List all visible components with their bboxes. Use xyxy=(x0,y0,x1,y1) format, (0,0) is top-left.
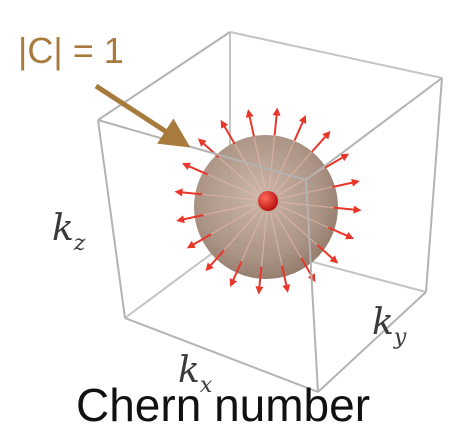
field-arrow-head xyxy=(220,119,229,129)
field-arrow-head xyxy=(181,162,191,171)
field-ray xyxy=(272,138,296,191)
field-arrow-head xyxy=(255,286,264,295)
field-arrow-head xyxy=(282,284,291,293)
field-ray xyxy=(269,212,284,268)
cube-edge xyxy=(305,77,443,181)
field-ray xyxy=(278,205,331,229)
kx-axis-label: kx xyxy=(178,350,212,398)
ky-axis-label: ky xyxy=(372,302,406,350)
field-ray xyxy=(222,209,261,253)
field-arrow-head xyxy=(197,138,207,147)
ky-base: k xyxy=(372,302,394,343)
cube-edge xyxy=(317,291,427,393)
cube-edge xyxy=(97,119,126,319)
field-arrow-head xyxy=(340,153,350,162)
field-ray xyxy=(200,193,257,201)
cube-edge xyxy=(229,31,443,79)
field-ray xyxy=(208,206,258,236)
kz-base: k xyxy=(52,208,74,249)
cube-edge xyxy=(97,119,307,181)
field-arrow-head xyxy=(229,278,238,288)
field-ray xyxy=(268,133,276,190)
field-arrow-head xyxy=(329,255,339,264)
field-ray xyxy=(260,212,268,269)
field-arrow-head xyxy=(298,114,307,124)
field-ray xyxy=(233,141,263,191)
field-ray xyxy=(216,155,260,194)
field-arrow-head xyxy=(174,188,183,197)
field-ray xyxy=(240,211,264,264)
field-arrow-head xyxy=(186,240,196,249)
field-ray xyxy=(205,173,258,197)
field-arrow-head xyxy=(272,107,281,116)
kx-subscript: x xyxy=(199,373,213,398)
cube-edge xyxy=(425,77,443,293)
field-arrow-head xyxy=(322,130,331,140)
field-arrow-head xyxy=(345,231,355,240)
chern-charge-label: |C| = 1 xyxy=(18,30,124,71)
field-arrow-shaft xyxy=(247,112,255,137)
field-arrow-shaft xyxy=(293,118,306,141)
kx-base: k xyxy=(178,350,200,391)
field-ray xyxy=(201,202,257,217)
kz-axis-label: kz xyxy=(52,208,85,256)
monopole-core xyxy=(258,191,278,211)
cube-edge xyxy=(124,317,319,393)
caption-title: Chern number xyxy=(76,379,371,431)
field-arrow-shaft xyxy=(311,133,329,153)
field-ray xyxy=(275,149,314,193)
field-arrow-head xyxy=(205,262,214,272)
field-arrow-head xyxy=(245,109,254,118)
field-ray xyxy=(252,134,267,190)
field-ray xyxy=(273,211,303,261)
field-arrow-head xyxy=(351,178,360,187)
cube-front-edges xyxy=(97,31,443,393)
kz-subscript: z xyxy=(73,231,86,256)
cube-edge xyxy=(305,179,319,393)
cube-edge xyxy=(97,31,231,121)
field-arrow-head xyxy=(353,205,362,214)
ky-subscript: y xyxy=(393,325,407,350)
field-arrows xyxy=(174,107,362,295)
field-arrow-shaft xyxy=(178,191,203,196)
field-arrow-head xyxy=(176,215,185,224)
annotation-arrow xyxy=(94,83,191,148)
field-ray xyxy=(276,208,320,247)
